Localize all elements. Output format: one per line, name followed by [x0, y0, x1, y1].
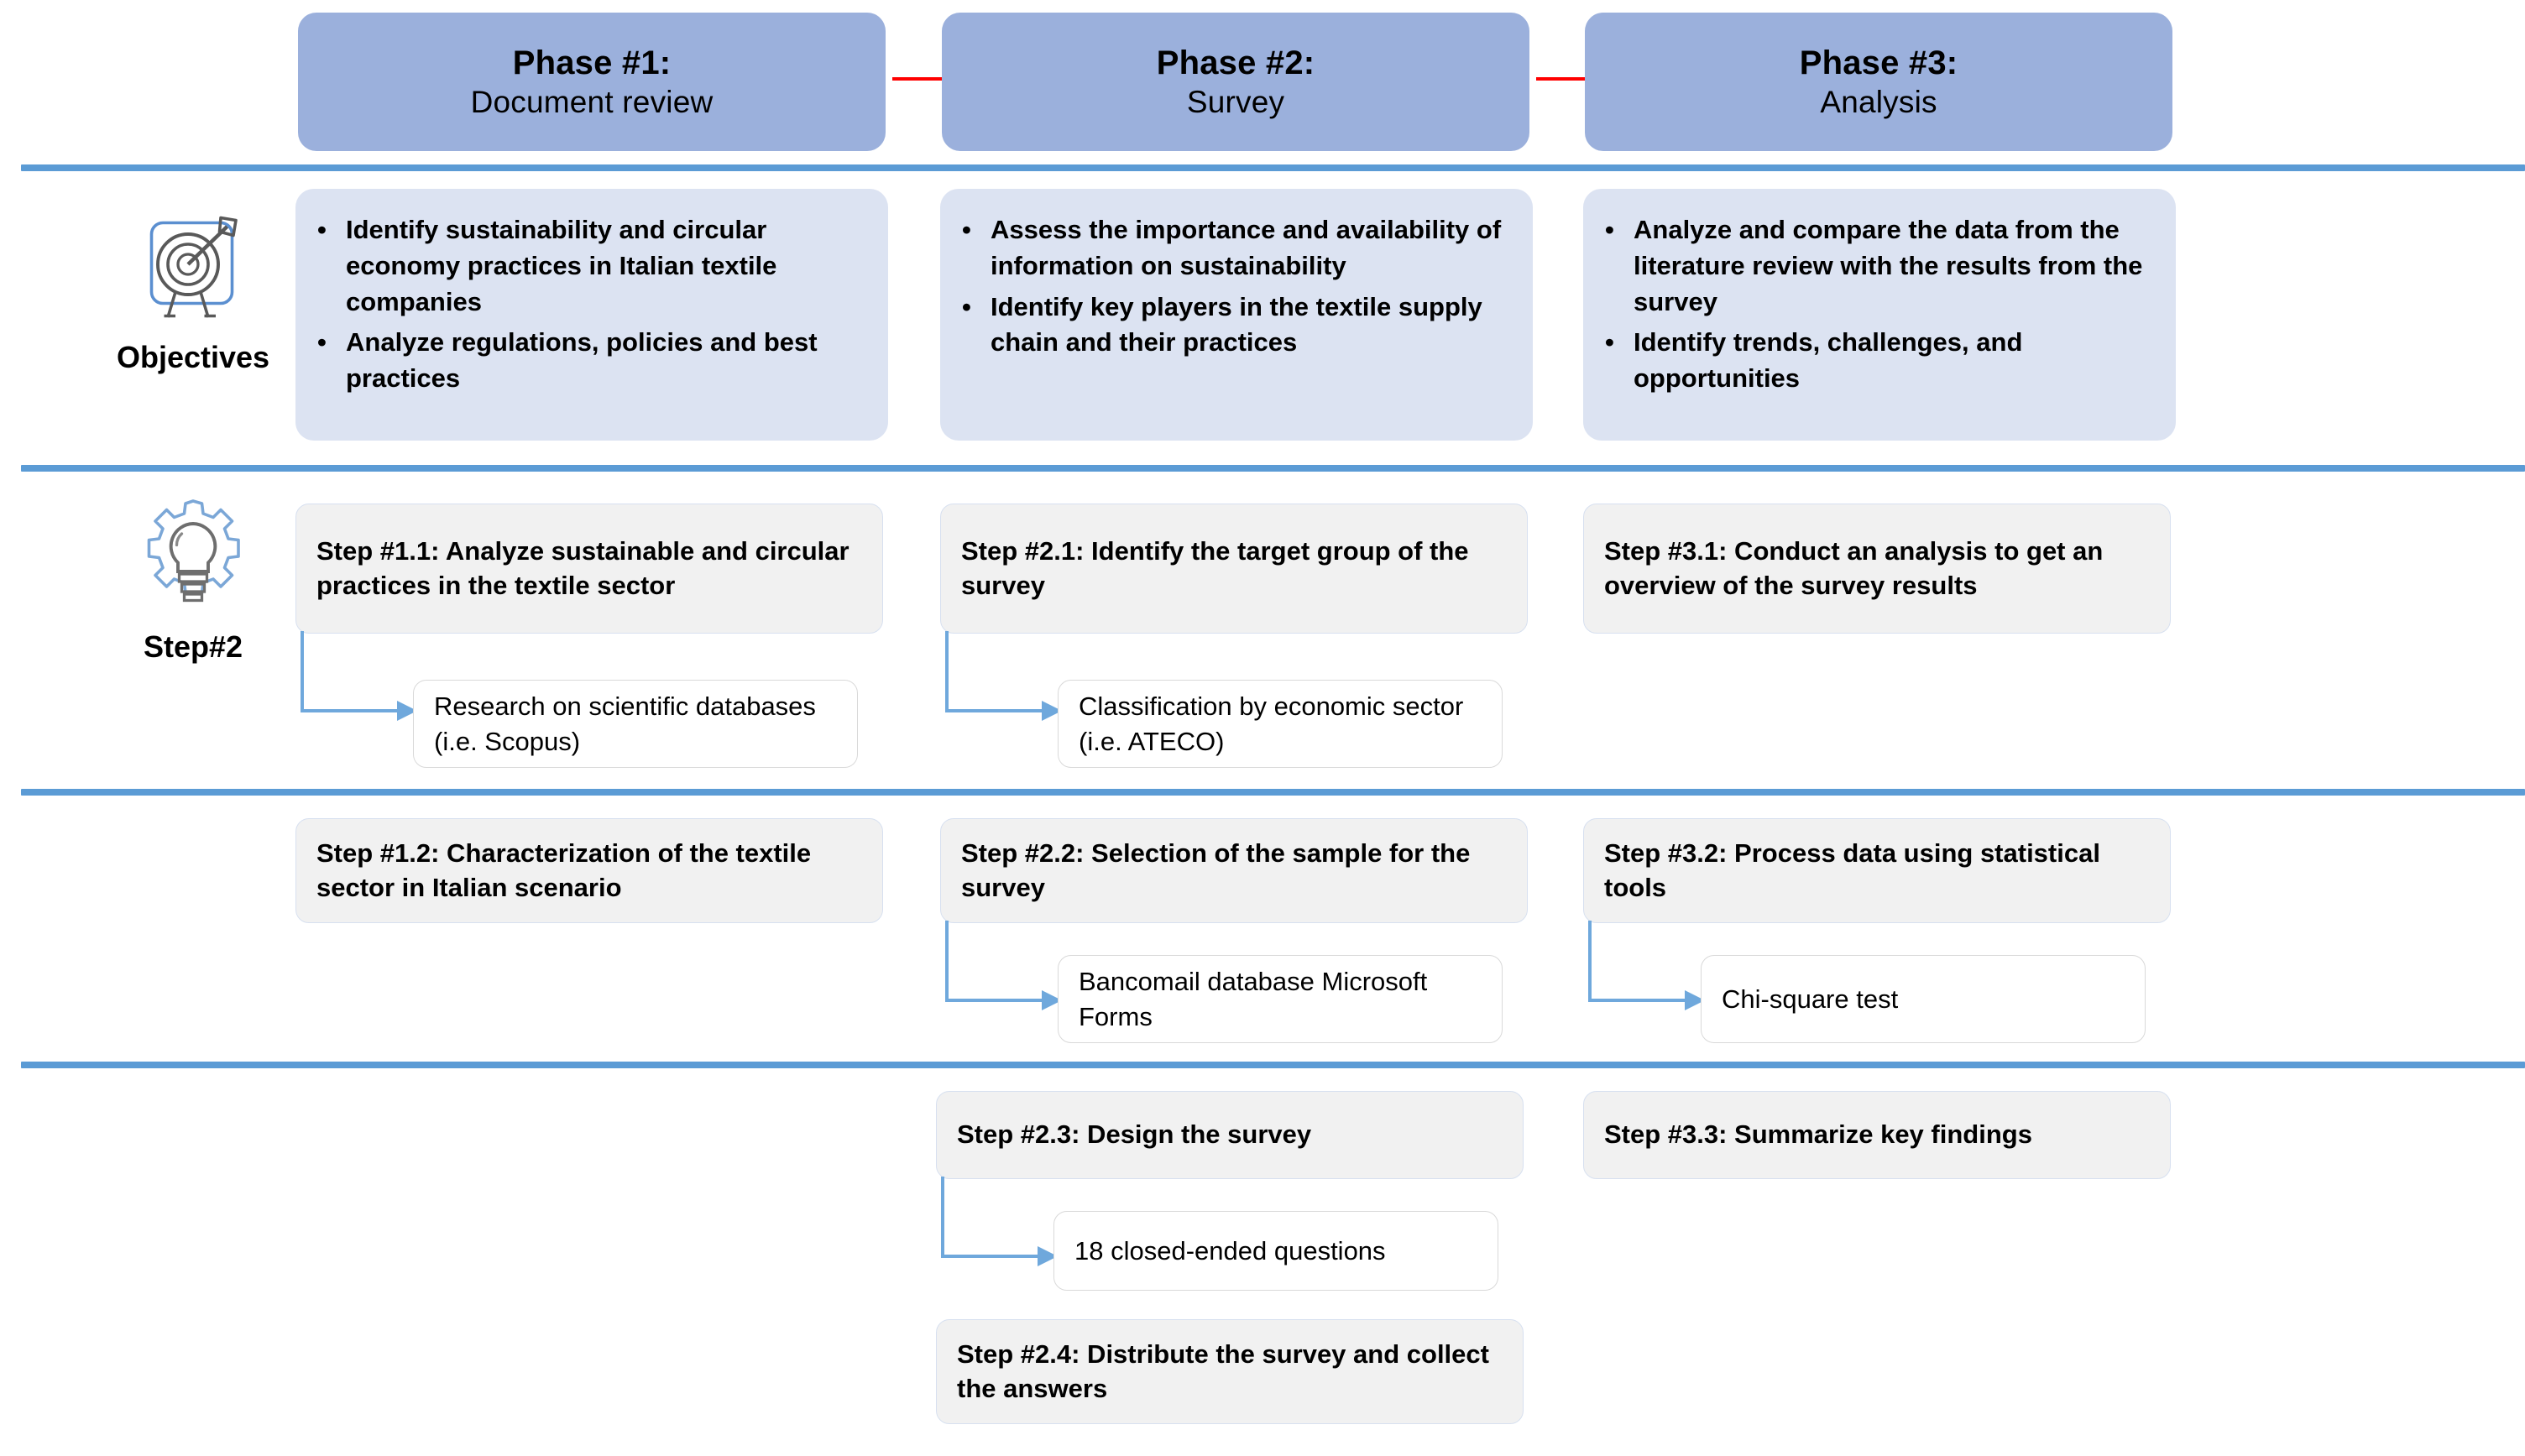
step-card-2-2[interactable]: Step #2.2: Selection of the sample for t…: [940, 818, 1528, 923]
step-card-text: Step #1.1: Analyze sustainable and circu…: [316, 535, 850, 600]
connector-2-2: [945, 921, 1062, 1010]
phase-arrow-2-to-3: [1536, 77, 1605, 81]
bullet-icon: •: [317, 215, 327, 244]
step-card-3-2[interactable]: Step #3.2: Process data using statistica…: [1583, 818, 2171, 923]
step-card-2-4[interactable]: Step #2.4: Distribute the survey and col…: [936, 1319, 1524, 1424]
phase-subtitle: Analysis: [1820, 85, 1937, 120]
phase-banner-2: Phase #2: Survey: [942, 13, 1529, 151]
target-arrow-icon: [130, 201, 256, 331]
lightbulb-gear-icon: [130, 491, 256, 621]
step-card-text: Step #2.4: Distribute the survey and col…: [957, 1339, 1489, 1403]
objective-item: • Analyze and compare the data from the …: [1605, 212, 2147, 320]
rail-label-objectives: Objectives: [116, 340, 270, 374]
objective-item: • Assess the importance and availability…: [962, 212, 1504, 284]
objectives-card-phase-2: • Assess the importance and availability…: [940, 189, 1533, 441]
bullet-icon: •: [1605, 327, 1614, 357]
sub-card-2-1[interactable]: Classification by economic sector (i.e. …: [1058, 680, 1503, 768]
objectives-card-phase-3: • Analyze and compare the data from the …: [1583, 189, 2176, 441]
connector-1-1: [301, 631, 417, 721]
bullet-icon: •: [962, 291, 971, 321]
step-card-2-3[interactable]: Step #2.3: Design the survey: [936, 1091, 1524, 1179]
objective-item: • Identify trends, challenges, and oppor…: [1605, 325, 2147, 397]
bullet-icon: •: [317, 327, 327, 357]
objective-item: • Analyze regulations, policies and best…: [317, 325, 860, 397]
connector-3-2: [1588, 921, 1705, 1010]
phase-subtitle: Survey: [1186, 85, 1285, 120]
sub-card-3-2[interactable]: Chi-square test: [1701, 955, 2146, 1043]
phase-banner-1: Phase #1: Document review: [298, 13, 886, 151]
objective-item: • Identify sustainability and circular e…: [317, 212, 860, 320]
connector-2-1: [945, 631, 1062, 721]
sub-card-2-3[interactable]: 18 closed-ended questions: [1053, 1211, 1498, 1291]
bullet-icon: •: [962, 215, 971, 244]
rail-objectives: Objectives: [101, 201, 285, 375]
section-divider-1: [21, 164, 2525, 171]
objectives-card-phase-1: • Identify sustainability and circular e…: [295, 189, 888, 441]
step-card-text: Step #3.1: Conduct an analysis to get an…: [1604, 535, 2104, 600]
phase-arrow-1-to-2: [892, 77, 961, 81]
step-card-2-1[interactable]: Step #2.1: Identify the target group of …: [940, 504, 1528, 634]
step-card-text: Step #3.2: Process data using statistica…: [1604, 838, 2100, 902]
sub-card-text: Classification by economic sector (i.e. …: [1079, 691, 1464, 756]
rail-label-step2: Step#2: [143, 629, 243, 664]
objective-item: • Identify key players in the textile su…: [962, 290, 1504, 362]
step-card-text: Step #1.2: Characterization of the texti…: [316, 838, 812, 902]
sub-card-text: Bancomail database Microsoft Forms: [1079, 966, 1428, 1031]
sub-card-text: Research on scientific databases (i.e. S…: [434, 691, 816, 756]
sub-card-text: Chi-square test: [1722, 984, 1899, 1014]
step-card-1-1[interactable]: Step #1.1: Analyze sustainable and circu…: [295, 504, 883, 634]
sub-card-1-1[interactable]: Research on scientific databases (i.e. S…: [413, 680, 858, 768]
step-card-text: Step #3.3: Summarize key findings: [1604, 1119, 2032, 1150]
connector-2-3: [941, 1177, 1058, 1266]
section-divider-2: [21, 465, 2525, 472]
step-card-3-3[interactable]: Step #3.3: Summarize key findings: [1583, 1091, 2171, 1179]
phase-subtitle: Document review: [470, 85, 714, 120]
step-card-1-2[interactable]: Step #1.2: Characterization of the texti…: [295, 818, 883, 923]
phase-title: Phase #1:: [512, 44, 672, 81]
step-card-text: Step #2.1: Identify the target group of …: [961, 535, 1469, 600]
step-card-text: Step #2.3: Design the survey: [957, 1119, 1312, 1150]
sub-card-2-2[interactable]: Bancomail database Microsoft Forms: [1058, 955, 1503, 1043]
sub-card-text: 18 closed-ended questions: [1074, 1235, 1386, 1266]
section-divider-3: [21, 789, 2525, 796]
phase-title: Phase #2:: [1156, 44, 1315, 81]
step-card-text: Step #2.2: Selection of the sample for t…: [961, 838, 1471, 902]
step-card-3-1[interactable]: Step #3.1: Conduct an analysis to get an…: [1583, 504, 2171, 634]
rail-step2: Step#2: [101, 491, 285, 665]
phase-title: Phase #3:: [1799, 44, 1958, 81]
section-divider-4: [21, 1062, 2525, 1068]
bullet-icon: •: [1605, 215, 1614, 244]
phase-banner-3: Phase #3: Analysis: [1585, 13, 2172, 151]
